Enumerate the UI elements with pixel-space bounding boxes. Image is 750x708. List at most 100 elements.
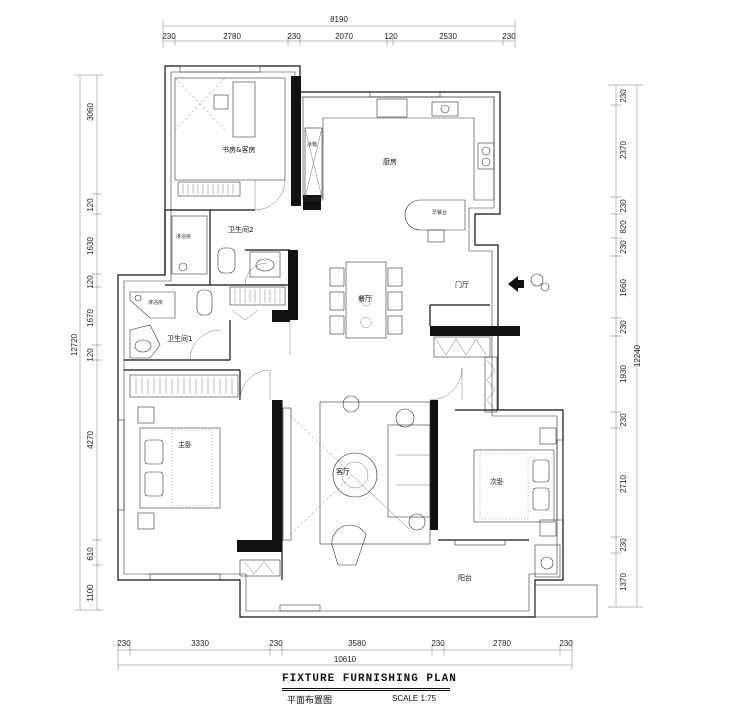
breakfast-counter [404, 199, 466, 231]
floor-drain-icon [134, 294, 142, 302]
left-dim: 3060 [86, 103, 95, 121]
drawing-title: FIXTURE FURNISHING PLAN [282, 673, 457, 685]
wall-column [272, 400, 282, 550]
entrance-arrow-icon [508, 276, 518, 292]
washing-machine [534, 544, 561, 578]
top-dim: 230 [162, 32, 176, 41]
room-label-kitchen: 厨房 [383, 157, 397, 166]
tv-cabinet [282, 407, 292, 541]
right-dimension-chain: 230 2370 230 820 230 1660 230 1930 230 2… [608, 84, 643, 608]
balcony-bay [534, 584, 598, 618]
door-swings [189, 179, 463, 401]
dining-chair [329, 315, 345, 335]
interior-walls [124, 76, 529, 580]
pillow [144, 439, 164, 465]
title-underline [282, 690, 450, 691]
wall-column [430, 400, 438, 530]
right-total-dim: 12240 [633, 344, 642, 367]
top-dim: 2070 [335, 32, 353, 41]
master-bedroom-furniture: 主卧 [129, 374, 239, 530]
vanity [249, 251, 281, 278]
dining-table [345, 261, 387, 339]
dining-chair [387, 267, 403, 287]
bottom-dim: 3580 [348, 639, 366, 648]
side-table [395, 408, 415, 428]
left-dim: 1670 [86, 309, 95, 327]
study-furniture: 书房&客房 [174, 77, 286, 197]
top-dimension-chain: 8190 230 2780 230 2070 120 2530 230 [162, 15, 516, 48]
basin-icon [134, 339, 152, 353]
drawing-subtitle: 平面布置图 [287, 696, 333, 706]
nightstand [539, 519, 557, 537]
pillow [144, 471, 164, 497]
nightstand [137, 512, 155, 530]
right-dim: 1660 [619, 279, 628, 297]
fridge [304, 127, 323, 199]
room-label-bath1: 卫生间1 [167, 334, 192, 343]
room-label-balcony: 阳台 [458, 573, 472, 582]
side-table [408, 513, 426, 531]
left-dim: 120 [86, 198, 95, 212]
vanity [129, 324, 161, 359]
pillow [532, 487, 550, 511]
top-dim: 230 [287, 32, 301, 41]
top-dim: 2530 [439, 32, 457, 41]
title-underline [282, 688, 450, 689]
study-desk [232, 81, 256, 138]
right-dim: 1930 [619, 365, 628, 383]
top-dim: 230 [502, 32, 516, 41]
door-arc [189, 329, 221, 361]
room-label-master: 主卧 [178, 440, 192, 449]
door-arc [429, 367, 463, 401]
right-dim: 1370 [619, 573, 628, 591]
right-dim: 2370 [619, 141, 628, 159]
balcony-storage [239, 559, 281, 577]
right-dim: 2710 [619, 475, 628, 493]
study-chair [213, 94, 229, 110]
shower-label: 淋浴房 [148, 299, 163, 306]
coffee-table [332, 452, 378, 498]
dining-chair [329, 291, 345, 311]
window-marks [117, 65, 564, 612]
left-dimension-chain: 3060 120 1630 120 1670 120 4270 610 1100… [70, 74, 103, 611]
sink-icon [431, 101, 459, 117]
door-arc [239, 369, 271, 401]
bottom-dim: 230 [269, 639, 283, 648]
nightstand [539, 427, 557, 445]
foyer: 门厅 [433, 273, 550, 413]
kitchen-fixtures: 冰箱 厨房 早餐台 [302, 96, 495, 243]
bottom-dim: 230 [117, 639, 131, 648]
basin-icon [255, 258, 275, 272]
wall-column [272, 310, 290, 322]
bathroom-2-fixtures: 淋浴房 卫生间2 [171, 215, 281, 278]
room-label-dining: 餐厅 [358, 294, 372, 303]
shower-area [129, 291, 176, 319]
left-dim: 120 [86, 275, 95, 289]
upper-cabinet [376, 98, 408, 118]
bottom-dim: 230 [431, 639, 445, 648]
dining-chair [387, 291, 403, 311]
left-dim: 610 [86, 547, 95, 561]
right-dim: 230 [619, 240, 628, 254]
right-dim: 230 [619, 320, 628, 334]
right-dim: 230 [619, 89, 628, 103]
sofa [387, 424, 431, 518]
room-label-second: 次卧 [490, 477, 504, 486]
bottom-dim: 230 [559, 639, 573, 648]
wall-column [237, 540, 282, 552]
wall-column [291, 76, 301, 206]
wall-column [430, 326, 520, 336]
right-dim: 230 [619, 199, 628, 213]
left-dim: 120 [86, 348, 95, 362]
bottom-dim: 3330 [191, 639, 209, 648]
kitchen-counter [302, 96, 495, 201]
person-icon [530, 273, 544, 287]
bathroom-1-fixtures: 淋浴房 卫生间1 [129, 289, 213, 359]
left-dim: 4270 [86, 431, 95, 449]
shower-label: 淋浴房 [176, 233, 191, 240]
nightstand [137, 406, 155, 424]
bottom-dim: 2780 [493, 639, 511, 648]
dining-chair [387, 315, 403, 335]
room-label-study: 书房&客房 [222, 145, 255, 154]
